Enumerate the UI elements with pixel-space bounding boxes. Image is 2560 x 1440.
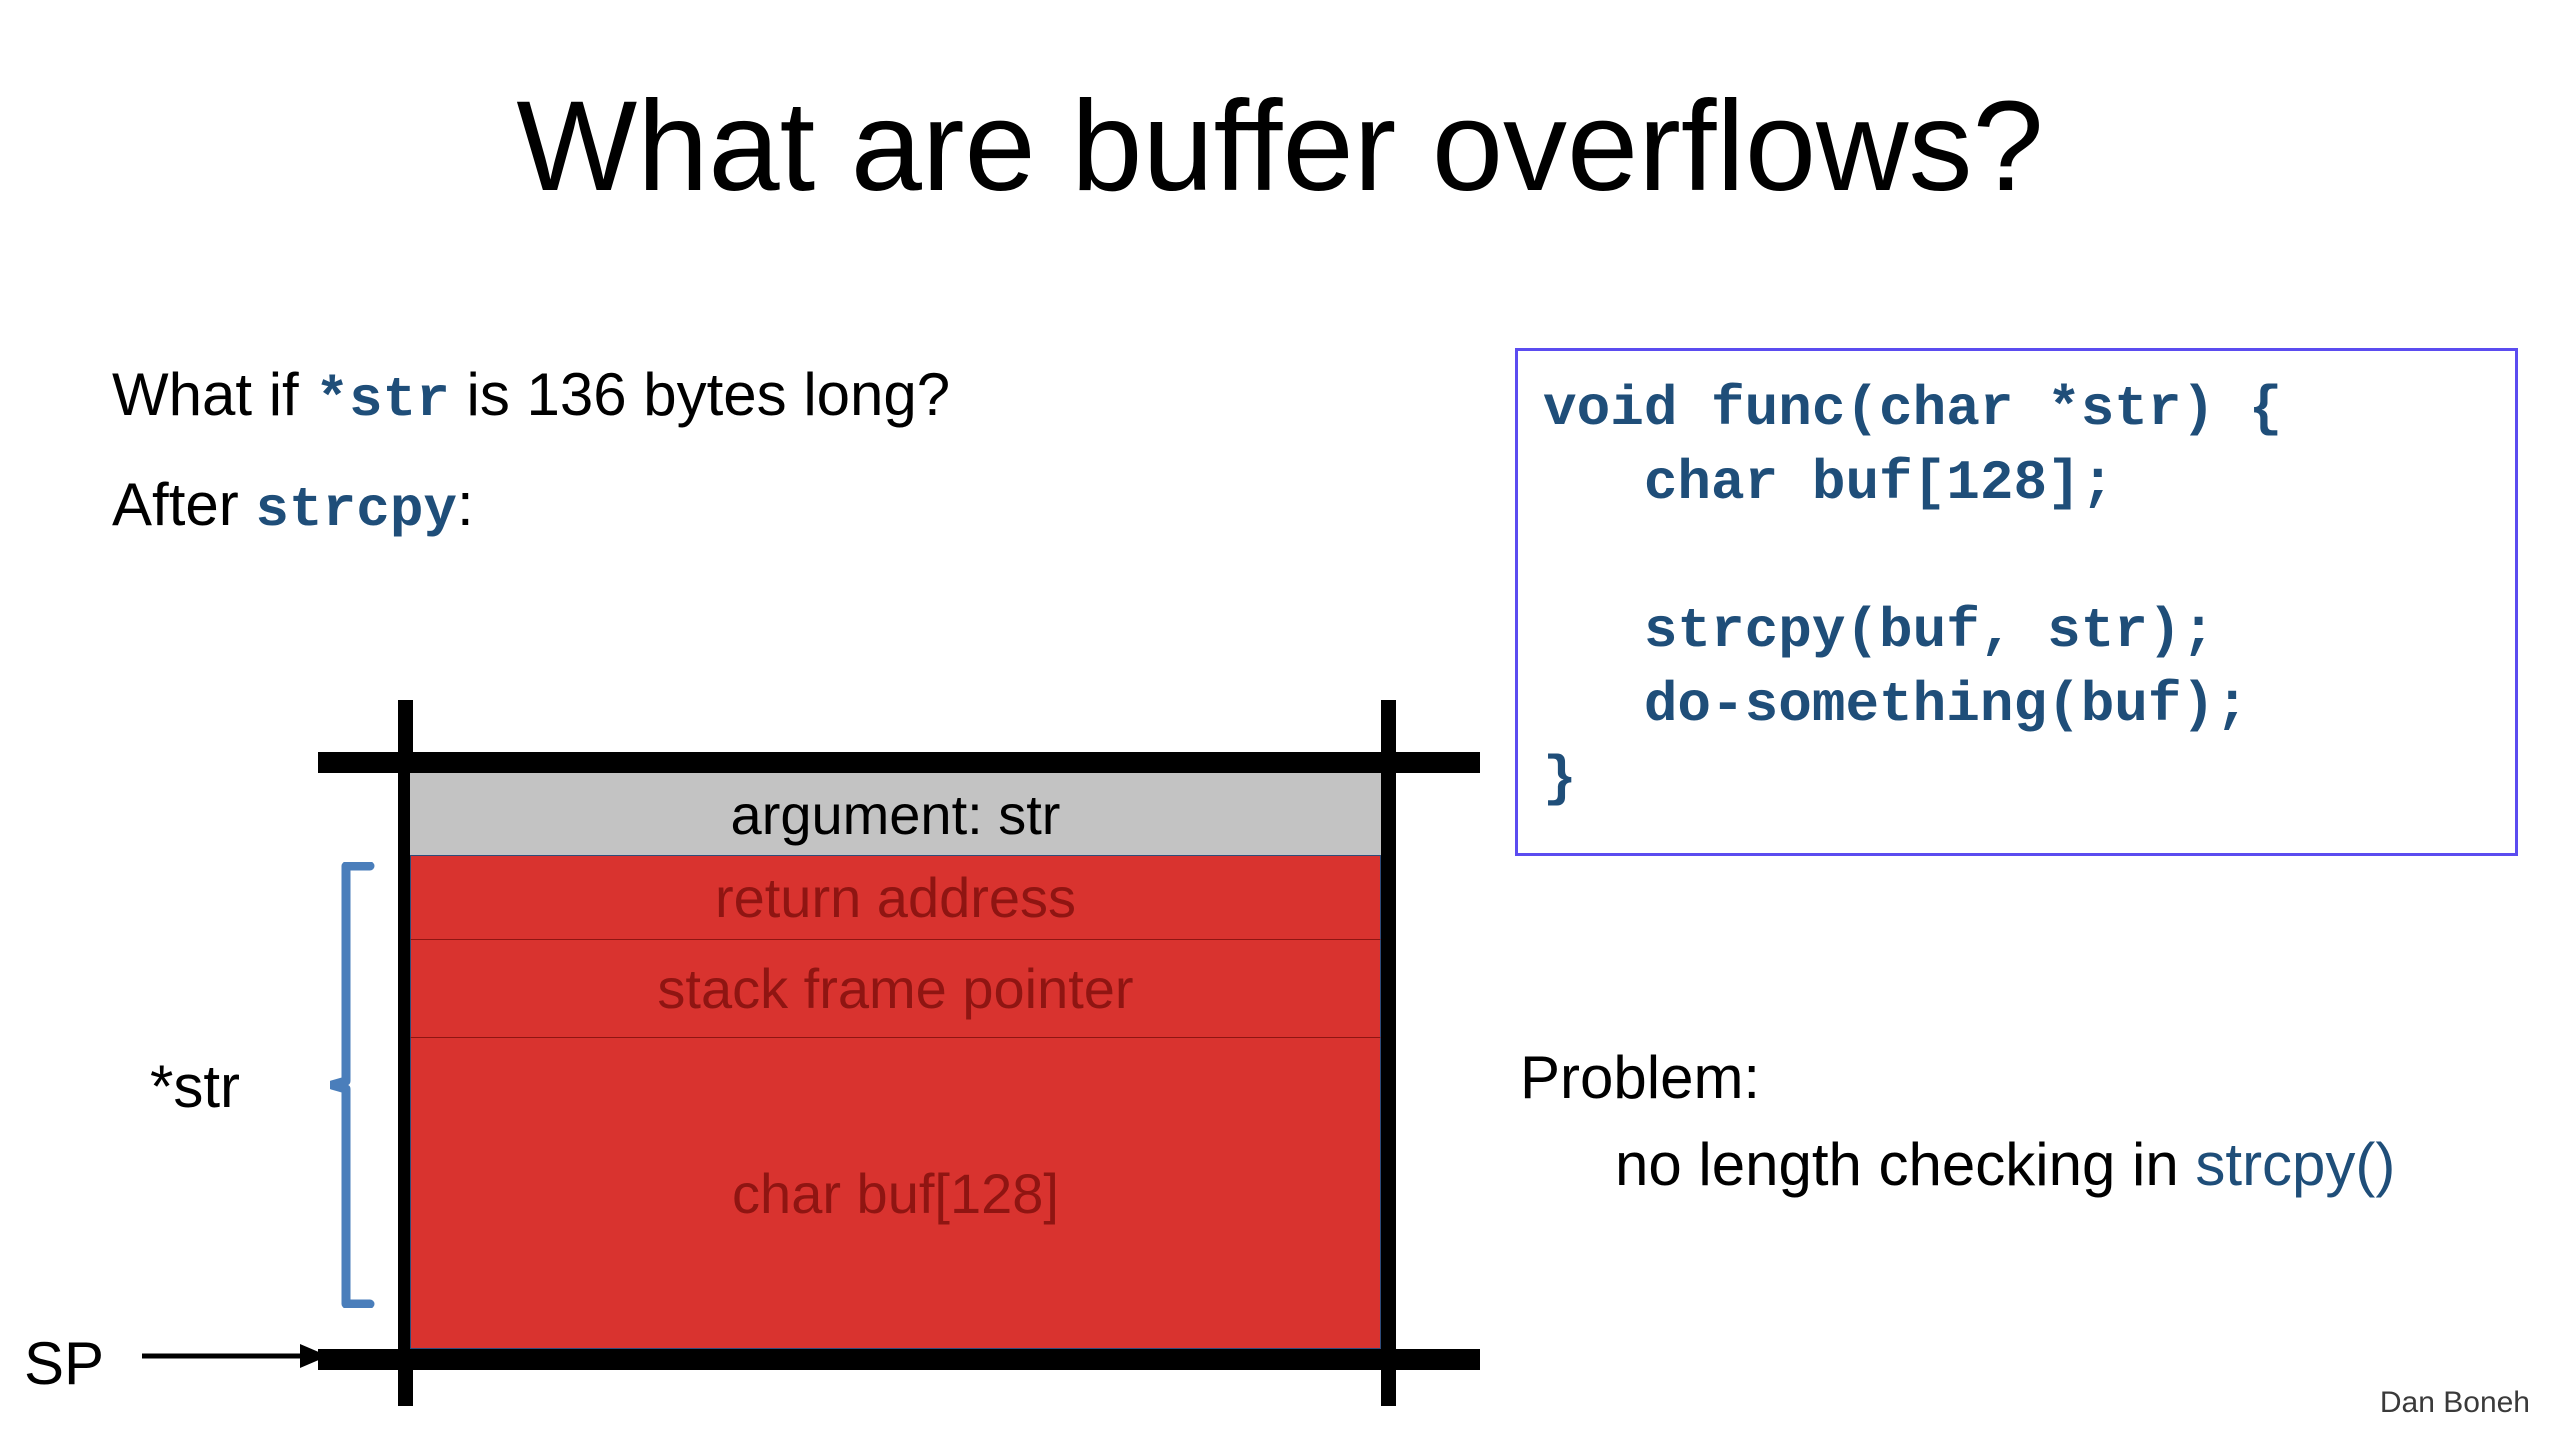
stack-cell-char-buf-label: char buf[128]	[732, 1161, 1059, 1225]
strcpy-call-token: strcpy()	[2195, 1131, 2396, 1198]
code-snippet-text: void func(char *str) { char buf[128]; st…	[1543, 377, 2283, 811]
question-prefix: What if	[112, 361, 316, 428]
problem-detail-prefix: no length checking in	[1615, 1131, 2196, 1198]
page-title: What are buffer overflows?	[516, 75, 2044, 218]
after-suffix: :	[457, 471, 474, 538]
stack-cell-char-buf: char buf[128]	[410, 1038, 1381, 1349]
stack-cell-stack-frame-pointer: stack frame pointer	[410, 940, 1381, 1038]
stack-pointer-arrow-icon	[142, 1344, 328, 1368]
stack-pointer-label: SP	[24, 1330, 105, 1397]
stack-right-rail	[1381, 700, 1396, 1406]
str-span-bracket-icon	[330, 862, 375, 1308]
stack-cell-argument: argument: str	[410, 773, 1381, 855]
stack-bottom-boundary-bar	[318, 1349, 1480, 1370]
strcpy-code-token: strcpy	[255, 478, 458, 542]
problem-detail: no length checking in strcpy()	[1615, 1130, 2395, 1199]
stack-cell-stack-frame-pointer-label: stack frame pointer	[657, 957, 1134, 1020]
str-code-token: *str	[315, 368, 450, 432]
after-strcpy-line: After strcpy:	[112, 472, 474, 542]
str-bracket-label: *str	[150, 1053, 240, 1120]
stack-top-boundary-bar	[318, 752, 1480, 773]
stack-left-rail	[398, 700, 413, 1406]
footer-author: Dan Boneh	[2379, 1386, 2530, 1419]
stack-cell-return-address-label: return address	[714, 866, 1077, 929]
stack-cell-return-address: return address	[410, 855, 1381, 940]
after-prefix: After	[112, 471, 256, 538]
code-snippet-box: void func(char *str) { char buf[128]; st…	[1515, 348, 2518, 856]
stack-cell-argument-label: argument: str	[730, 782, 1061, 846]
question-suffix: is 136 bytes long?	[449, 361, 951, 428]
question-line: What if *str is 136 bytes long?	[112, 362, 950, 432]
problem-heading: Problem:	[1520, 1044, 1761, 1111]
